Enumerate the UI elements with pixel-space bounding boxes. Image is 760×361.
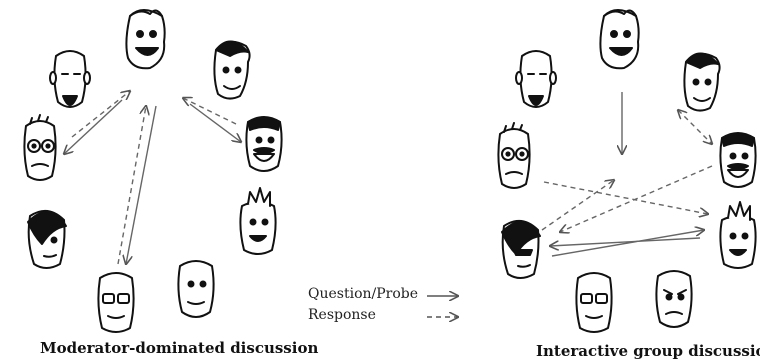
right-diagram-caption: Interactive group discussion [536,342,760,360]
right-arrow-r-mustache-girl [560,165,713,232]
mustache-man-face-left [245,116,283,172]
pompadour-man-face-right [683,52,721,112]
legend-question-label: Question/Probe [308,286,419,302]
left-arrow-r-from-mustache [183,98,237,125]
pompadour-man-face-left [213,40,251,100]
spiky-man-face-left [239,187,277,255]
left-arrow-q-to-bald-glasses [126,105,157,264]
right-arrows [541,92,713,257]
goatee-man-face-left [49,50,91,108]
moderator-face-right [599,9,640,70]
right-arrow-r-pompadour-mustache [678,110,712,144]
goatee-man-face-right [515,50,557,108]
mustache-man-face-right [719,132,757,188]
left-arrow-q-to-glasses [64,99,123,154]
legend-response-label: Response [308,307,376,323]
glasses-old-man-face-right [497,122,531,189]
right-arrow-r-glasses-spiky [543,181,708,214]
right-arrow-q-spiky-girl [550,237,701,246]
legend-arrows [427,296,458,317]
bald-glasses-man-face-left [97,272,135,333]
bald-man-face-right [655,270,693,328]
bald-man-face-left [177,260,215,318]
moderator-face-left [125,9,166,70]
right-arrow-r-girl-top [541,180,614,231]
emo-girl-face-left [27,209,67,269]
emo-girl-face-right [501,219,541,279]
left-arrow-r-from-glasses [71,91,130,138]
spiky-man-face-right [719,201,757,269]
left-diagram-caption: Moderator-dominated discussion [40,339,319,357]
bald-glasses-man-face-right [575,272,613,333]
right-arrow-q-girl-spiky [551,230,704,257]
left-arrows [64,91,241,264]
left-arrow-q-to-mustache [189,103,241,142]
left-arrow-r-from-bald-glasses [117,106,146,265]
glasses-old-man-face-left [23,114,57,181]
